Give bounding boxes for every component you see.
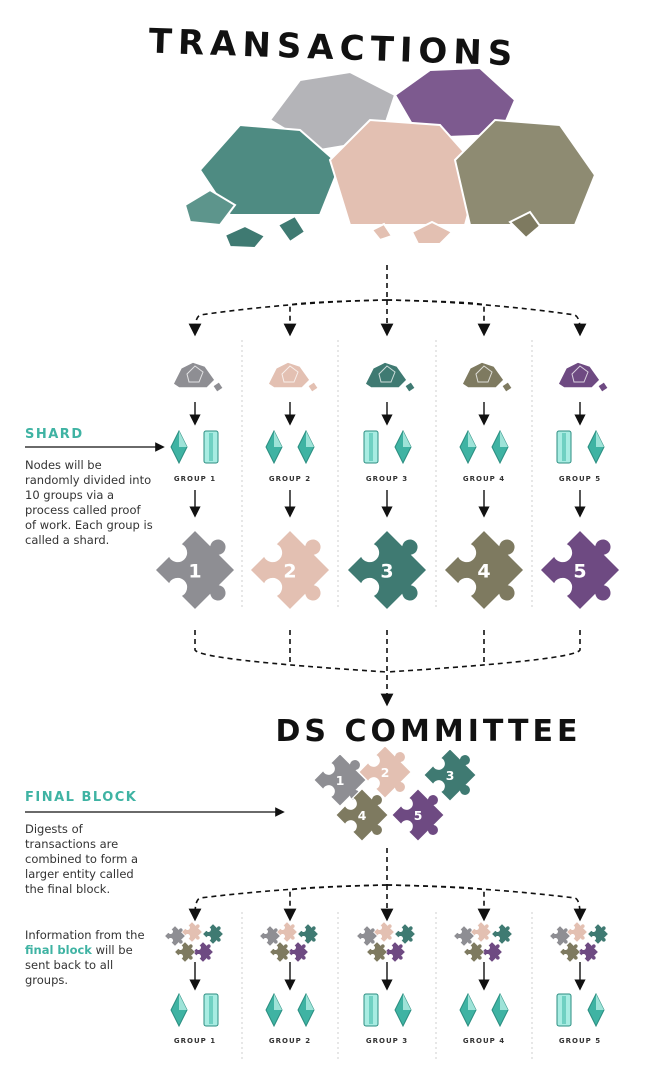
shard-description: Nodes will be randomly divided into 10 g… xyxy=(25,458,153,547)
group-label: GROUP 4 xyxy=(462,475,506,483)
group-rocks xyxy=(172,361,224,393)
mini-piece xyxy=(470,921,492,943)
crystal-prism-icon xyxy=(363,430,379,464)
mini-piece xyxy=(481,941,503,963)
mini-piece xyxy=(174,941,196,963)
final-block-heading: FINAL BLOCK xyxy=(25,790,138,805)
final-block-piece: 1 xyxy=(312,752,368,808)
mini-piece xyxy=(297,923,319,945)
group-label-bottom: GROUP 3 xyxy=(365,1037,409,1045)
group-label-bottom: GROUP 5 xyxy=(558,1037,602,1045)
return-note-before: Information from the xyxy=(25,928,145,942)
crystal-prism-icon xyxy=(363,993,379,1027)
mini-piece xyxy=(491,923,513,945)
final-block-description: Digests of transactions are combined to … xyxy=(25,822,139,896)
crystal-diamond-icon xyxy=(170,992,188,1028)
crystal-diamond-icon xyxy=(265,429,283,465)
mini-piece xyxy=(181,921,203,943)
puzzle-number: 1 xyxy=(188,561,201,583)
crystal-prism-icon xyxy=(203,993,219,1027)
puzzle-number: 5 xyxy=(414,808,423,823)
mini-piece xyxy=(577,941,599,963)
crystal-diamond-icon xyxy=(491,429,509,465)
group-label: GROUP 5 xyxy=(558,475,602,483)
group-label: GROUP 2 xyxy=(268,475,312,483)
mini-final-block xyxy=(356,921,416,963)
puzzle-number: 5 xyxy=(573,561,586,583)
mini-piece xyxy=(366,941,388,963)
group-puzzle-piece: 4 xyxy=(442,528,526,612)
group-returns xyxy=(164,921,609,1028)
group-rocks xyxy=(267,361,319,393)
group-label: GROUP 1 xyxy=(173,475,217,483)
group-label-bottom: GROUP 4 xyxy=(462,1037,506,1045)
crystal-diamond-icon xyxy=(394,992,412,1028)
group-puzzle-piece: 5 xyxy=(538,528,622,612)
crystal-diamond-icon xyxy=(265,992,283,1028)
mini-piece xyxy=(559,941,581,963)
puzzle-number: 2 xyxy=(283,561,296,583)
return-note-highlight: final block xyxy=(25,943,92,957)
column-dividers xyxy=(241,340,533,1060)
mini-piece xyxy=(276,921,298,943)
crystal-prism-icon xyxy=(203,430,219,464)
bottom-split-lines xyxy=(188,848,587,922)
puzzle-number: 4 xyxy=(358,808,367,823)
puzzle-number: 3 xyxy=(380,561,393,583)
final-block-piece: 5 xyxy=(390,787,446,843)
group-rocks xyxy=(557,361,609,393)
mini-piece xyxy=(384,941,406,963)
merge-lines xyxy=(194,630,581,707)
mini-final-block xyxy=(453,921,513,963)
group-label: GROUP 3 xyxy=(365,475,409,483)
final-block-piece: 4 xyxy=(334,787,390,843)
puzzle-number: 3 xyxy=(446,768,455,783)
mini-final-block xyxy=(164,921,224,963)
final-block-piece: 2 xyxy=(357,744,413,800)
mini-piece xyxy=(463,941,485,963)
mini-piece xyxy=(192,941,214,963)
puzzle-number: 4 xyxy=(477,561,490,583)
crystal-diamond-icon xyxy=(459,429,477,465)
crystal-diamond-icon xyxy=(394,429,412,465)
mini-piece xyxy=(287,941,309,963)
group-rocks xyxy=(364,361,416,393)
group-rocks xyxy=(461,361,513,393)
return-note-after: will be sent back to all groups. xyxy=(25,943,133,987)
group-puzzle-piece: 3 xyxy=(345,528,429,612)
mini-piece xyxy=(394,923,416,945)
mini-piece xyxy=(373,921,395,943)
group-puzzle-piece: 2 xyxy=(248,528,332,612)
group-puzzle-piece: 1 xyxy=(153,528,237,612)
group-label-bottom: GROUP 2 xyxy=(268,1037,312,1045)
committee-title: DS COMMITTEE xyxy=(275,714,582,749)
crystal-diamond-icon xyxy=(587,429,605,465)
crystal-diamond-icon xyxy=(491,992,509,1028)
mini-piece xyxy=(202,923,224,945)
mini-final-block xyxy=(259,921,319,963)
group-columns: 1 2 3 4 5 xyxy=(153,361,622,612)
crystal-diamond-icon xyxy=(459,992,477,1028)
final-block-piece: 3 xyxy=(422,747,478,803)
puzzle-number: 1 xyxy=(336,773,345,788)
transactions-rock-pile xyxy=(183,66,597,250)
crystal-diamond-icon xyxy=(297,429,315,465)
shard-heading: SHARD xyxy=(25,427,84,442)
crystal-diamond-icon xyxy=(297,992,315,1028)
mini-piece xyxy=(566,921,588,943)
group-label-bottom: GROUP 1 xyxy=(173,1037,217,1045)
mini-final-block xyxy=(549,921,609,963)
puzzle-number: 2 xyxy=(381,765,390,780)
crystal-diamond-icon xyxy=(587,992,605,1028)
mini-piece xyxy=(587,923,609,945)
top-split-lines xyxy=(188,265,587,337)
crystal-prism-icon xyxy=(556,430,572,464)
final-block-return-note: Information from the final block will be… xyxy=(25,928,155,988)
crystal-diamond-icon xyxy=(170,429,188,465)
final-block-puzzle: 1 3 5 2 4 xyxy=(312,744,478,843)
mini-piece xyxy=(269,941,291,963)
crystal-prism-icon xyxy=(556,993,572,1027)
